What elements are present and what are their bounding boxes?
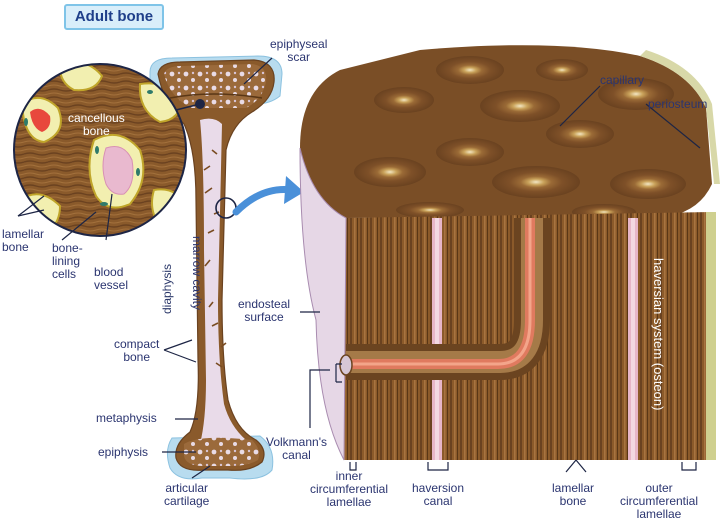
label-periosteum: periosteum	[648, 97, 708, 111]
osteon-cross-sections	[354, 56, 686, 220]
zoom-arrow	[232, 176, 304, 216]
bone-lining-cell-dots	[24, 90, 153, 206]
epiphyseal-scar-line	[169, 93, 263, 99]
label-capillary: capillary	[600, 73, 645, 87]
cortical-bone-block	[299, 45, 720, 461]
haversian-canals	[432, 218, 638, 460]
volkmanns-canal-vessel	[339, 218, 550, 380]
endosteal-surface	[299, 147, 347, 461]
leader-lines	[17, 57, 701, 479]
label-haversian-system: haversian system (osteon)	[651, 258, 666, 411]
marrow-cavity	[200, 118, 246, 445]
label-diaphysis: diaphysis	[160, 263, 174, 314]
long-bone	[149, 55, 283, 480]
periosteum-side	[706, 212, 716, 460]
label-marrow-cavity: marrow cavity	[190, 236, 204, 311]
label-metaphysis: metaphysis	[96, 411, 157, 425]
upper-epiphysis-spongy-bone	[164, 64, 267, 108]
label-epiphysis: epiphysis	[98, 445, 149, 459]
lower-epiphysis-spongy-bone	[184, 437, 260, 466]
diagram-title: Adult bone	[64, 4, 164, 30]
